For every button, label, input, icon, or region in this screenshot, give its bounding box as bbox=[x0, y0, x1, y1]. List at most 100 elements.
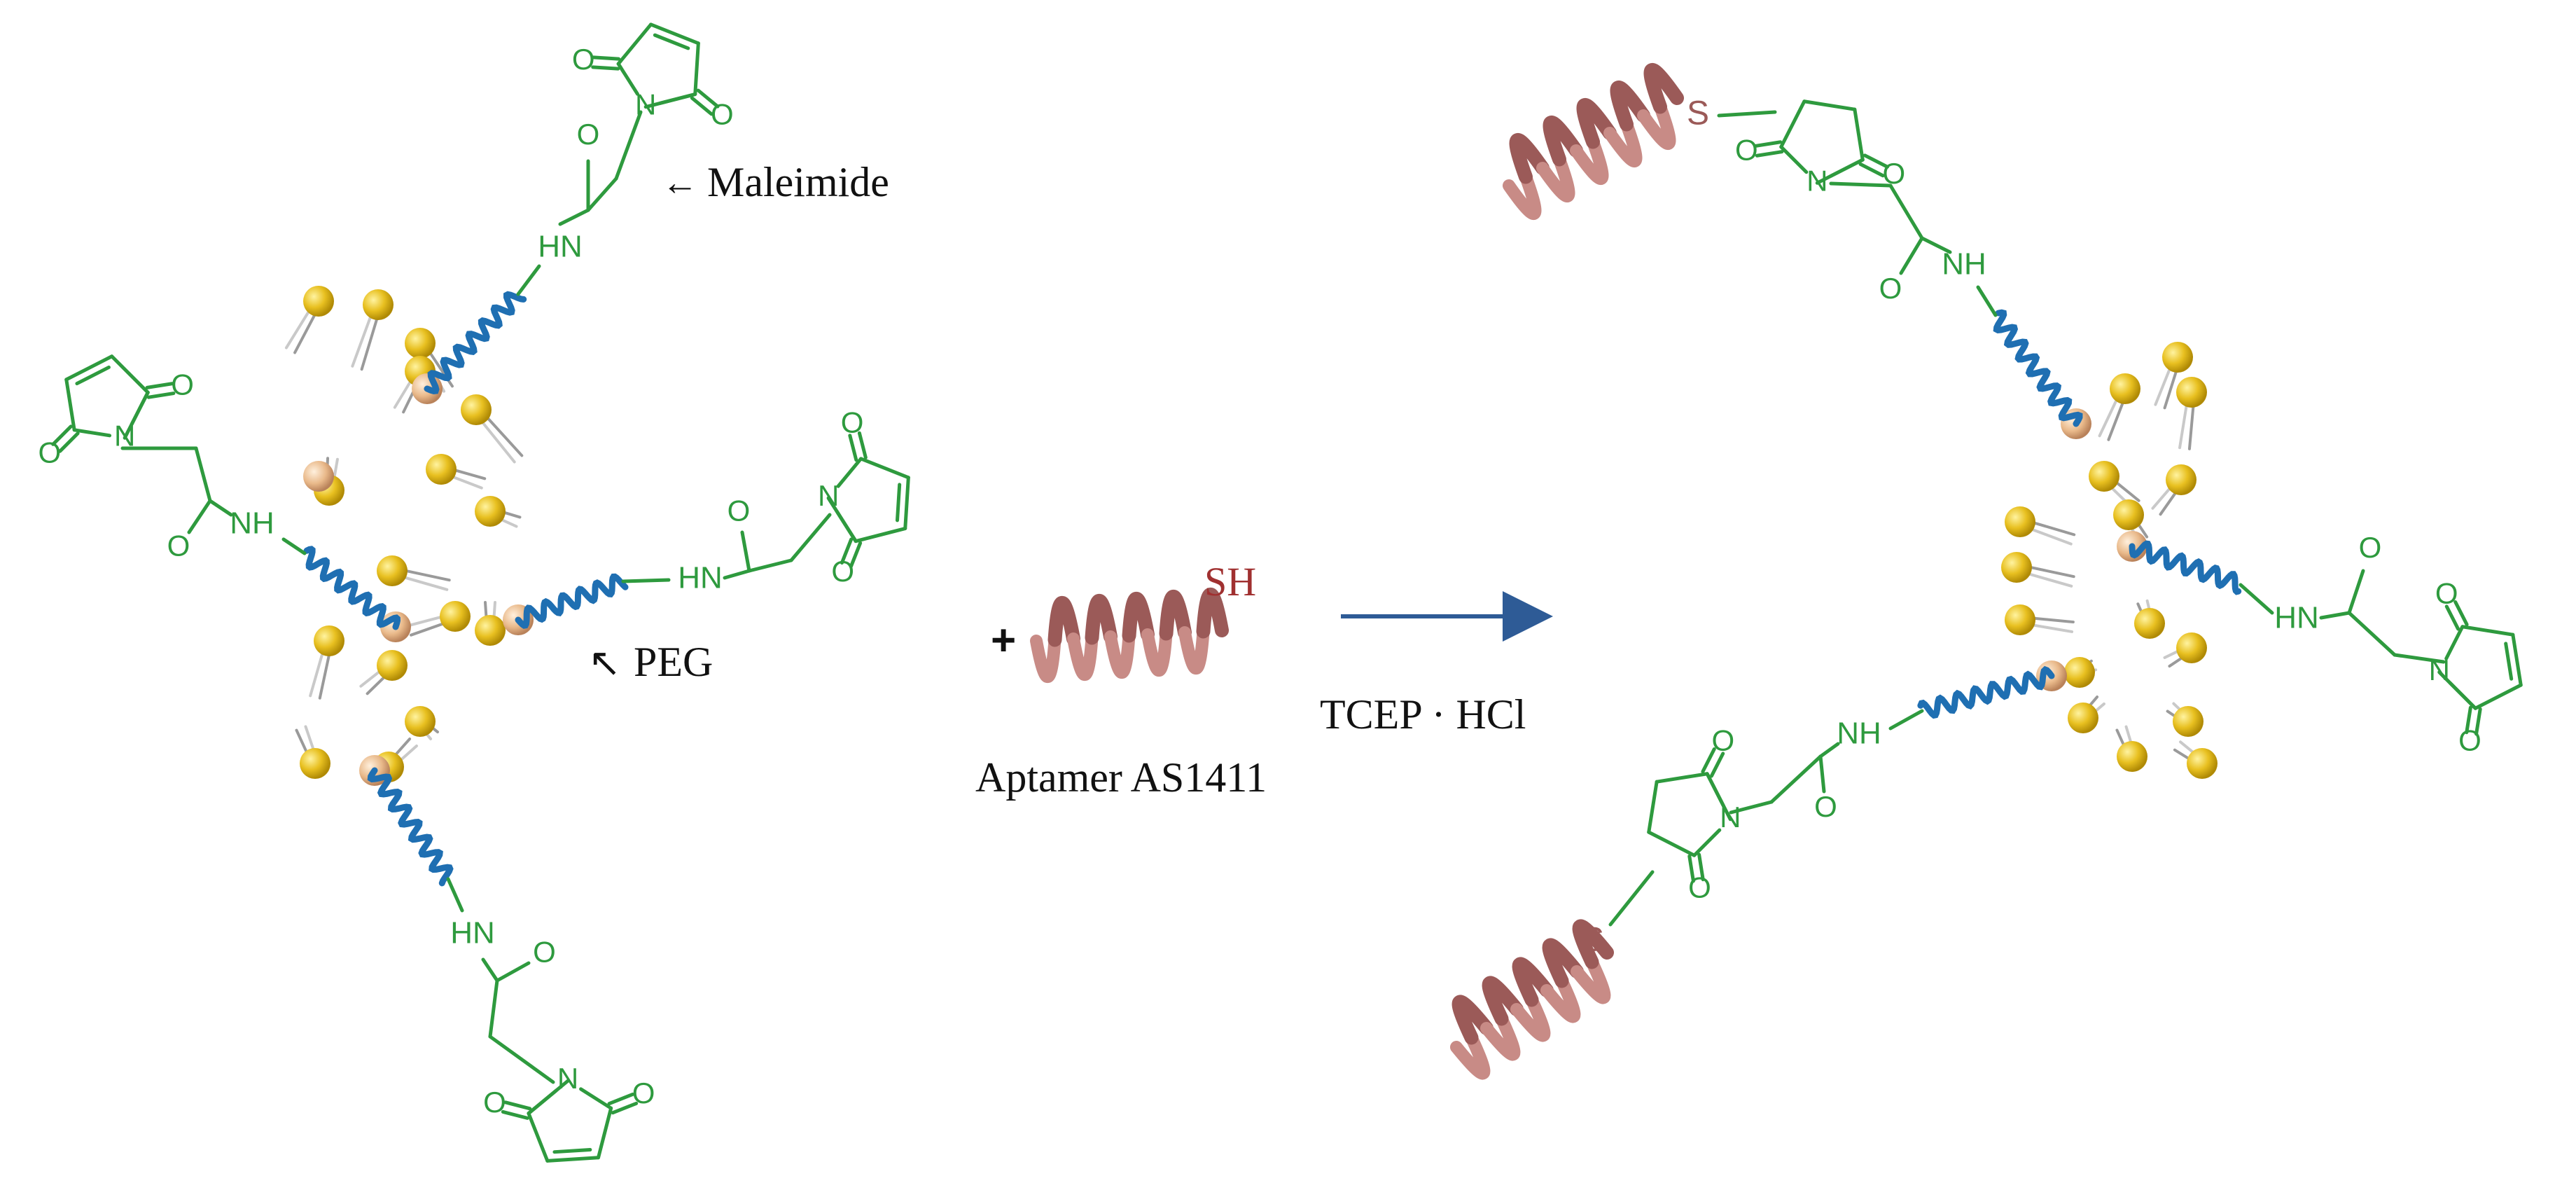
maleimide-arrow: ← bbox=[662, 162, 698, 203]
maleimide-linker: HN O O O N bbox=[446, 877, 655, 1163]
lipid-head bbox=[2173, 706, 2203, 737]
aptamer-helix-ribbon bbox=[1030, 588, 1229, 683]
lipid bbox=[377, 555, 451, 591]
lipid-head bbox=[377, 650, 408, 681]
lipid-head bbox=[377, 555, 408, 586]
carbonyl-oxygen: O bbox=[1735, 134, 1758, 167]
lipid bbox=[295, 725, 330, 779]
lipid bbox=[406, 601, 471, 637]
peg-chain bbox=[1993, 309, 2083, 427]
carbonyl-oxygen: O bbox=[711, 97, 734, 130]
lipid bbox=[2005, 506, 2076, 546]
amide-label: HN bbox=[450, 916, 495, 950]
lipid bbox=[2001, 552, 2075, 588]
lipid-head bbox=[2110, 373, 2140, 404]
lipid-head bbox=[440, 601, 471, 632]
amide-label: HN bbox=[538, 230, 583, 264]
lipid-head bbox=[2064, 657, 2095, 688]
amide-oxygen: O bbox=[1879, 272, 1902, 305]
peg-chain bbox=[1917, 665, 2055, 719]
lipid bbox=[461, 394, 524, 464]
lipid-head bbox=[2162, 342, 2193, 373]
carbonyl-oxygen: O bbox=[831, 555, 854, 588]
carbonyl-oxygen: O bbox=[632, 1077, 655, 1109]
carbonyl-oxygen: O bbox=[1712, 724, 1735, 756]
lipid bbox=[475, 496, 522, 528]
succinimide-ring: OON bbox=[1647, 724, 1741, 904]
maleimide-ring: OON bbox=[38, 354, 194, 469]
lipid-head bbox=[405, 328, 436, 359]
lipid bbox=[2115, 725, 2147, 772]
lipid bbox=[2176, 377, 2207, 450]
conjugated-aptamer-top bbox=[1503, 62, 1684, 221]
lipid bbox=[2166, 702, 2203, 737]
lipid-head bbox=[2187, 748, 2218, 779]
core-bead bbox=[303, 461, 334, 492]
lipid-head bbox=[303, 286, 334, 317]
maleimide-ring: OON bbox=[2429, 576, 2523, 757]
lipid-head bbox=[2166, 464, 2196, 495]
amide-label: NH bbox=[1837, 717, 1881, 751]
aptamer-label: Aptamer AS1411 bbox=[975, 754, 1267, 801]
lipid bbox=[426, 454, 487, 490]
lipid-head bbox=[461, 394, 492, 425]
lipid-head bbox=[363, 289, 394, 320]
lipid-head bbox=[475, 496, 506, 527]
lipid bbox=[351, 289, 394, 371]
lipid bbox=[359, 650, 408, 696]
lipid-head bbox=[314, 625, 344, 656]
carbonyl-oxygen: O bbox=[38, 436, 61, 469]
ring-nitrogen: N bbox=[557, 1062, 578, 1095]
lipid-head bbox=[2176, 632, 2207, 663]
lipid bbox=[405, 706, 439, 740]
maleimide-ring: OON bbox=[572, 22, 734, 130]
lipid bbox=[284, 286, 334, 354]
lipid-head bbox=[2005, 604, 2035, 635]
ring-nitrogen: N bbox=[2429, 653, 2450, 686]
amide-oxygen: O bbox=[533, 936, 556, 969]
peg-chain bbox=[303, 546, 401, 630]
lipid bbox=[475, 601, 506, 646]
ring-nitrogen: N bbox=[1806, 164, 1827, 197]
carbonyl-oxygen: O bbox=[572, 43, 595, 76]
lipid bbox=[2068, 696, 2105, 733]
lipid bbox=[2154, 342, 2193, 410]
carbonyl-oxygen: O bbox=[2435, 576, 2458, 609]
lipid bbox=[2064, 657, 2098, 688]
carbonyl-oxygen: O bbox=[841, 406, 864, 439]
lipid-head bbox=[2089, 461, 2119, 492]
lipid-head bbox=[2068, 703, 2098, 733]
lipid-head bbox=[2117, 741, 2147, 772]
lipid-head bbox=[2001, 552, 2032, 583]
amide-label: NH bbox=[230, 506, 274, 541]
thioether-sulfur: S bbox=[1687, 95, 1709, 132]
maleimide-ring: OON bbox=[483, 1062, 655, 1163]
amide-oxygen: O bbox=[1814, 790, 1837, 823]
lipid-head bbox=[475, 615, 506, 646]
amide-label: HN bbox=[678, 561, 723, 595]
maleimide-label: Maleimide bbox=[707, 159, 889, 205]
lipid bbox=[309, 625, 344, 700]
lipid-head bbox=[2134, 608, 2165, 639]
amide-oxygen: O bbox=[2359, 531, 2382, 564]
peg-chain bbox=[367, 767, 454, 887]
ring-nitrogen: N bbox=[1720, 801, 1741, 833]
lipid-head bbox=[405, 706, 436, 737]
peg-label: PEG bbox=[634, 639, 713, 685]
lipid-head bbox=[2005, 506, 2035, 537]
lipid bbox=[2134, 599, 2165, 639]
lipid-head bbox=[426, 454, 457, 485]
thiol-label: SH bbox=[1204, 559, 1256, 604]
lipid-head bbox=[2113, 499, 2144, 530]
amide-label: HN bbox=[2274, 601, 2319, 635]
peg-arrow: ↖ bbox=[588, 640, 621, 684]
carbonyl-oxygen: O bbox=[483, 1086, 506, 1119]
conjugated-aptamer-bottom bbox=[1450, 919, 1614, 1080]
amide-oxygen: O bbox=[727, 494, 751, 527]
